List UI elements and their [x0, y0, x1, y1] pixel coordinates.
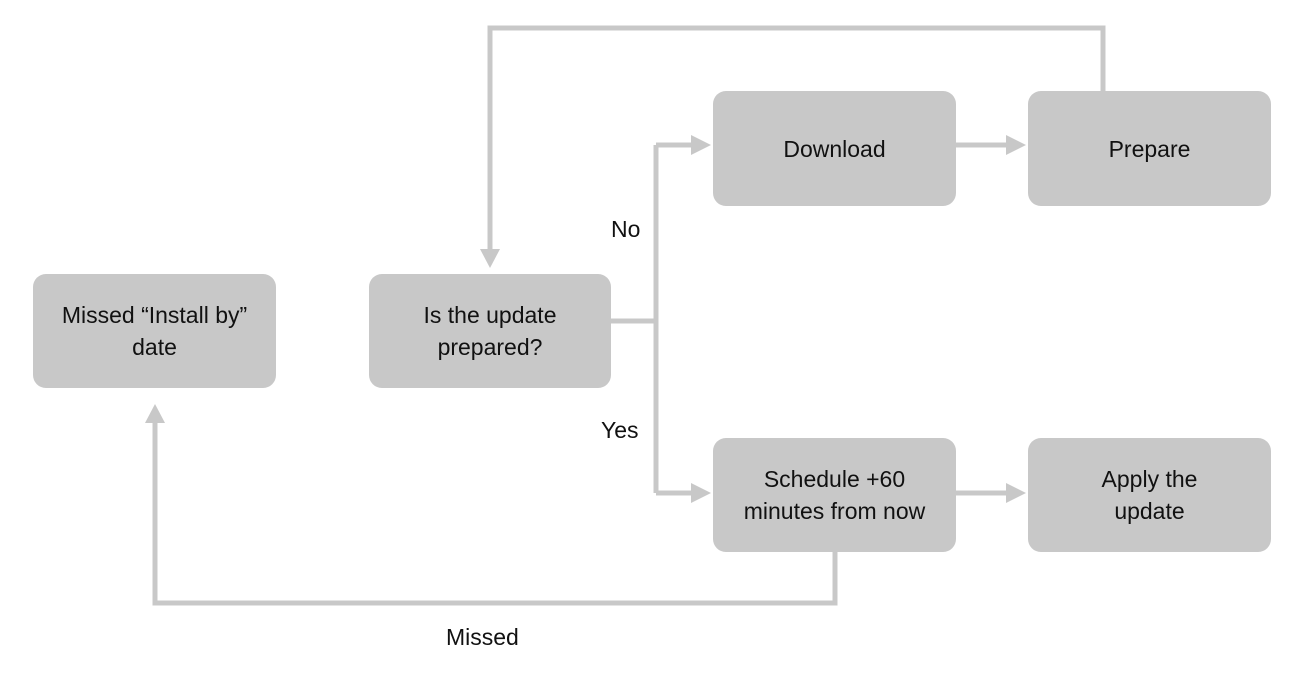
node-missed-install-by-label: Missed “Install by” date: [61, 302, 248, 360]
node-download-label: Download: [783, 135, 886, 162]
node-apply-update: Apply the update: [1028, 438, 1271, 552]
edge-label-yes: Yes: [601, 417, 639, 443]
node-prepare: Prepare: [1028, 91, 1271, 206]
edge-schedule-missed: [152, 420, 838, 606]
node-prepare-label: Prepare: [1108, 135, 1191, 162]
edge-label-no: No: [611, 216, 641, 242]
edge-prepare-to-decision: [487, 25, 1106, 262]
node-download: Download: [713, 91, 956, 206]
node-schedule-label: Schedule +60 minutes from now: [743, 466, 926, 524]
node-missed-install-by: Missed “Install by” date: [33, 274, 276, 388]
edge-label-missed: Missed: [446, 624, 519, 650]
arrowhead-into-decision: [480, 249, 500, 268]
node-schedule: Schedule +60 minutes from now: [713, 438, 956, 552]
node-is-update-prepared: Is the update prepared?: [369, 274, 611, 388]
node-is-update-prepared-label: Is the update prepared?: [423, 302, 557, 360]
arrowhead-into-download: [691, 135, 711, 155]
node-apply-update-label: Apply the update: [1101, 466, 1198, 524]
arrowhead-into-schedule: [691, 483, 711, 503]
arrowhead-into-apply: [1006, 483, 1026, 503]
arrowhead-into-prepare: [1006, 135, 1026, 155]
arrowhead-into-missed-install-by: [145, 404, 165, 423]
